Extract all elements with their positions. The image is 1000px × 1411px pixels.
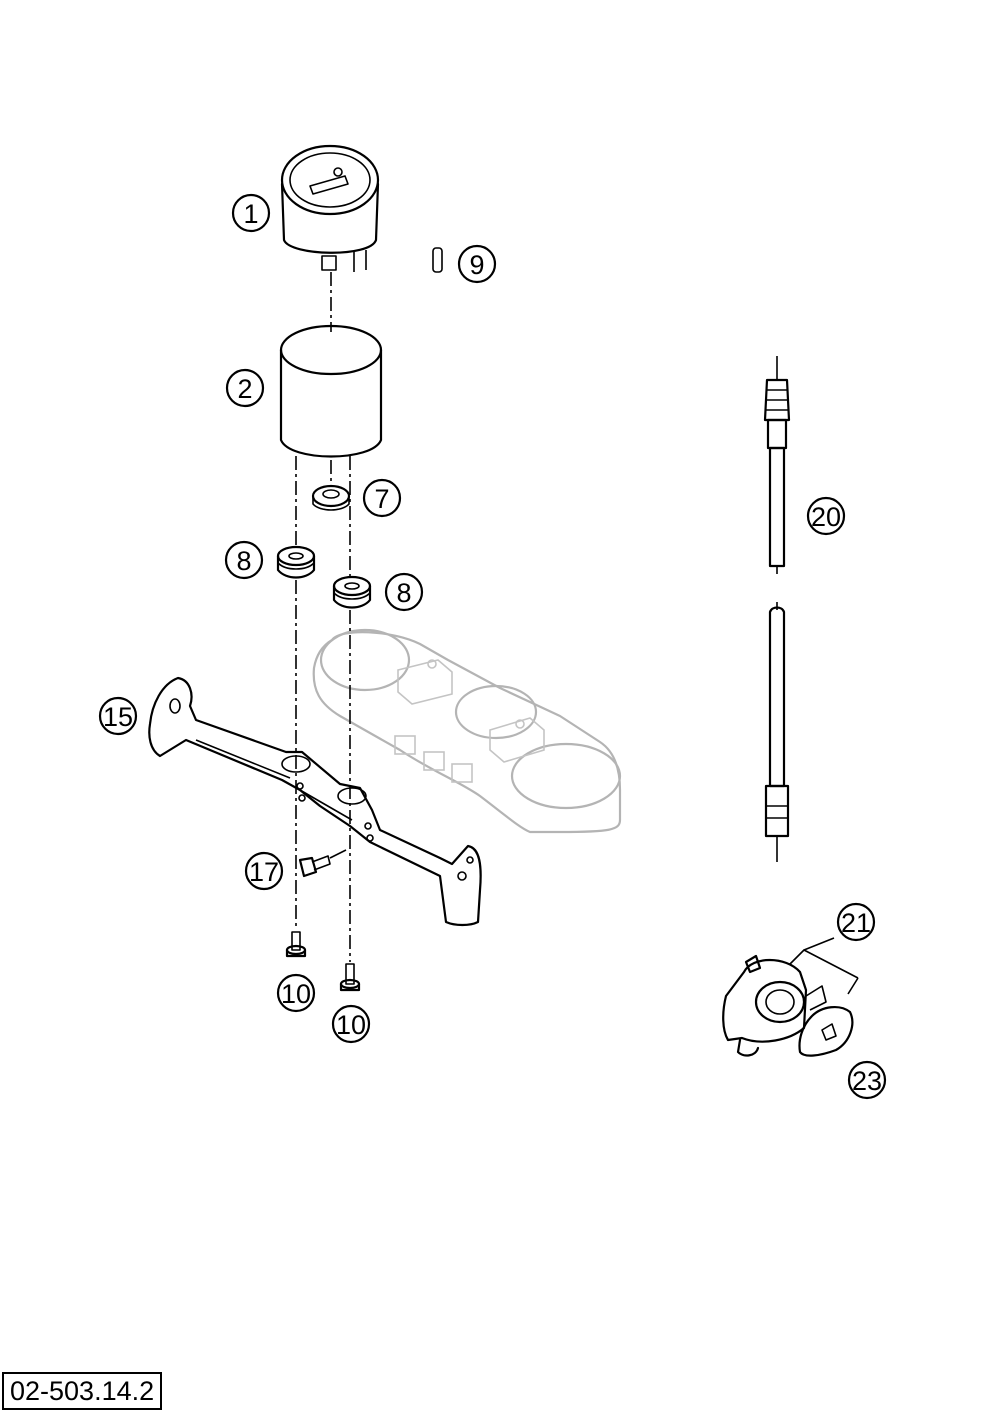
grommet-part-left bbox=[276, 545, 316, 579]
callout-10-left: 10 bbox=[276, 973, 316, 1013]
svg-text:8: 8 bbox=[396, 578, 411, 608]
svg-text:10: 10 bbox=[281, 979, 311, 1009]
svg-text:21: 21 bbox=[841, 908, 871, 938]
callout-23: 23 bbox=[847, 1060, 887, 1100]
alignment-lines bbox=[295, 272, 351, 962]
callout-10-right: 10 bbox=[331, 1004, 371, 1044]
svg-text:9: 9 bbox=[469, 250, 484, 280]
svg-text:2: 2 bbox=[237, 374, 252, 404]
callout-8-right: 8 bbox=[384, 572, 424, 612]
callout-7: 7 bbox=[362, 478, 402, 518]
svg-text:1: 1 bbox=[243, 199, 258, 229]
callout-1: 1 bbox=[231, 193, 271, 233]
svg-text:10: 10 bbox=[336, 1010, 366, 1040]
svg-text:20: 20 bbox=[811, 502, 841, 532]
svg-text:8: 8 bbox=[236, 546, 251, 576]
callout-2: 2 bbox=[225, 368, 265, 408]
callout-20: 20 bbox=[806, 496, 846, 536]
lock-ring-part bbox=[798, 1006, 854, 1057]
drawing-code-label: 02-503.14.2 bbox=[2, 1372, 163, 1410]
callout-15: 15 bbox=[98, 696, 138, 736]
callout-8-left: 8 bbox=[224, 540, 264, 580]
svg-text:17: 17 bbox=[249, 857, 279, 887]
speedometer-part bbox=[280, 144, 380, 272]
bracket-part bbox=[148, 676, 482, 927]
callout-9: 9 bbox=[457, 244, 497, 284]
drive-part bbox=[722, 954, 827, 1057]
callout-21: 21 bbox=[836, 902, 876, 942]
svg-text:15: 15 bbox=[103, 702, 133, 732]
screw-part-10-right bbox=[339, 963, 361, 992]
screw-part-10-left bbox=[285, 931, 307, 958]
svg-text:23: 23 bbox=[852, 1066, 882, 1096]
callout-17: 17 bbox=[244, 851, 284, 891]
nut-part bbox=[311, 484, 351, 511]
grommet-part-right bbox=[332, 575, 372, 609]
cable-part bbox=[763, 356, 791, 862]
svg-text:7: 7 bbox=[374, 484, 389, 514]
screw-part-17 bbox=[298, 849, 347, 878]
triple-clamp-ghost bbox=[312, 628, 622, 834]
leader-lines bbox=[789, 937, 859, 995]
sleeve-part bbox=[279, 324, 383, 458]
bulb-part bbox=[432, 247, 443, 273]
